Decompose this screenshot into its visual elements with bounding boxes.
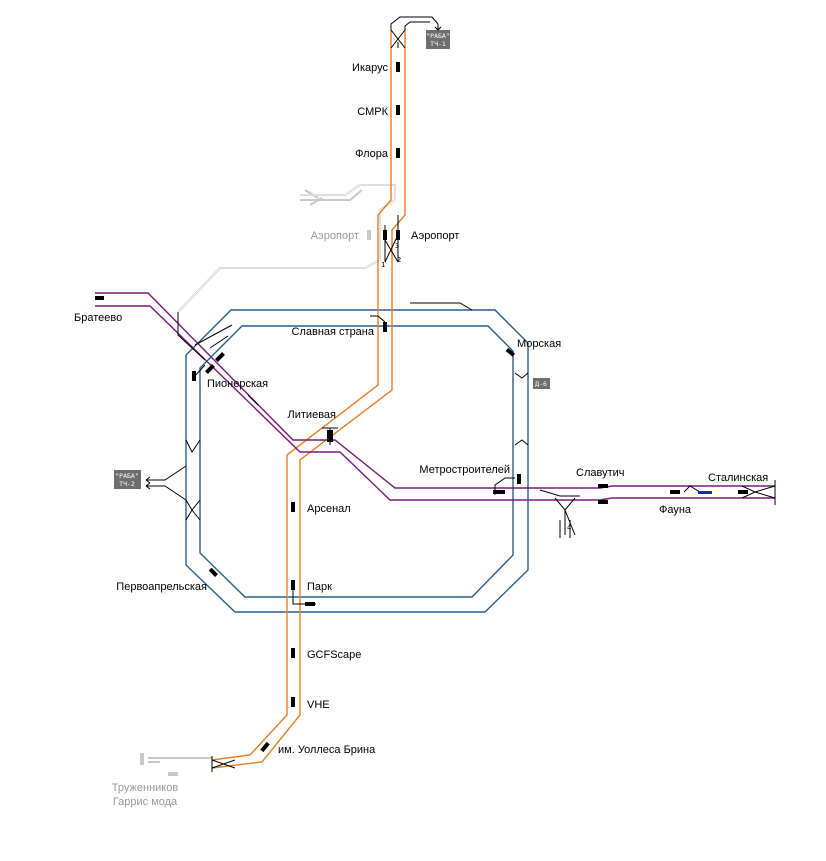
park-mark bbox=[291, 580, 295, 590]
label-pionerskaya[interactable]: Пионерская bbox=[207, 378, 268, 390]
smrk-mark bbox=[396, 105, 400, 115]
label-fauna[interactable]: Фауна bbox=[659, 504, 692, 516]
depot-tch1-top: "РАБА" bbox=[426, 32, 449, 40]
metrostroiteley-mark-2 bbox=[493, 490, 505, 494]
blue-line bbox=[185, 309, 529, 613]
gcfscape-mark bbox=[291, 648, 295, 658]
label-morskaya[interactable]: Морская bbox=[517, 338, 561, 350]
park-mark-2 bbox=[305, 602, 315, 606]
track-number-2: 2 bbox=[397, 256, 401, 264]
fauna-mark bbox=[598, 500, 608, 504]
stalinskaya-mark bbox=[738, 490, 748, 494]
service-tracks bbox=[146, 16, 776, 772]
track-number-1: 1 bbox=[381, 261, 385, 269]
label-gcfscape[interactable]: GCFScape bbox=[307, 649, 361, 661]
depot-d6-label: Д-6 bbox=[535, 380, 547, 388]
flora-mark bbox=[396, 148, 400, 158]
purple-line bbox=[95, 292, 775, 501]
label-stalinskaya[interactable]: Сталинская bbox=[708, 472, 768, 484]
airport-right-mark-a bbox=[383, 230, 387, 240]
orange-line bbox=[211, 30, 406, 769]
truzhennikov-station-mark bbox=[140, 753, 144, 765]
station-marks bbox=[95, 62, 748, 753]
label-truzhennikov-line2: Гаррис мода bbox=[113, 796, 178, 808]
label-flora[interactable]: Флора bbox=[355, 148, 389, 160]
depot-tch1-bottom: ТЧ-1 bbox=[430, 40, 446, 48]
track-number-4: 4 bbox=[567, 524, 571, 532]
label-airport-inactive: Аэропорт bbox=[311, 230, 359, 242]
label-wallace[interactable]: им. Уоллеса Брина bbox=[278, 744, 376, 756]
pionerskaya-mark-a bbox=[205, 364, 215, 374]
label-brateevo[interactable]: Братеево bbox=[74, 312, 122, 324]
label-arsenal[interactable]: Арсенал bbox=[307, 503, 351, 515]
fauna-blue-mark bbox=[698, 491, 712, 494]
vhe-mark bbox=[291, 697, 295, 707]
pervoaprelskaya-mark bbox=[208, 567, 218, 577]
morskaya-mark bbox=[505, 347, 516, 357]
arsenal-mark bbox=[291, 502, 295, 512]
label-metrostroiteley[interactable]: Метростроителей bbox=[419, 464, 510, 476]
depot-arrows bbox=[145, 24, 442, 490]
label-truzhennikov-line1: Труженников bbox=[112, 782, 179, 794]
label-park[interactable]: Парк bbox=[307, 581, 332, 593]
airport-right-mark-b bbox=[396, 230, 400, 240]
litievaya-mark bbox=[327, 430, 333, 442]
fauna-mark-2 bbox=[670, 490, 680, 494]
depot-tch1: "РАБА" ТЧ-1 bbox=[426, 30, 450, 49]
depot-tch2-top: "РАБА" bbox=[115, 472, 138, 480]
depot-d6: Д-6 bbox=[533, 378, 550, 389]
label-slavutich[interactable]: Славутич bbox=[576, 467, 625, 479]
label-airport[interactable]: Аэропорт bbox=[411, 230, 459, 242]
track-number-3: 3 bbox=[395, 242, 399, 250]
slavnaya-mark bbox=[383, 322, 387, 332]
label-smrk[interactable]: СМРК bbox=[357, 106, 388, 118]
label-vhe[interactable]: VHE bbox=[307, 699, 330, 711]
brateevo-mark bbox=[95, 296, 104, 300]
depot-tch2: "РАБА" ТЧ-2 bbox=[114, 470, 141, 489]
inactive-line-inner bbox=[177, 184, 396, 313]
label-litievaya[interactable]: Литиевая bbox=[288, 409, 337, 421]
station-labels: Икарус СМРК Флора Аэропорт Аэропорт Брат… bbox=[74, 62, 768, 808]
label-slavnaya[interactable]: Славная страна bbox=[292, 326, 375, 338]
wallace-mark bbox=[260, 741, 270, 753]
label-ikarus[interactable]: Икарус bbox=[352, 62, 388, 74]
label-pervoaprelskaya[interactable]: Первоапрельская bbox=[116, 581, 207, 593]
airport-left-station-mark bbox=[367, 230, 371, 240]
inactive-line bbox=[148, 184, 396, 763]
depot-tch2-bottom: ТЧ-2 bbox=[119, 480, 135, 488]
pionerskaya-mark-b bbox=[215, 352, 225, 362]
metrostroiteley-mark bbox=[517, 474, 521, 484]
slavutich-mark bbox=[598, 484, 608, 488]
truzhennikov-station-mark-2 bbox=[168, 772, 178, 776]
pionerskaya-mark-c bbox=[192, 371, 196, 381]
ikarus-mark bbox=[396, 62, 400, 72]
